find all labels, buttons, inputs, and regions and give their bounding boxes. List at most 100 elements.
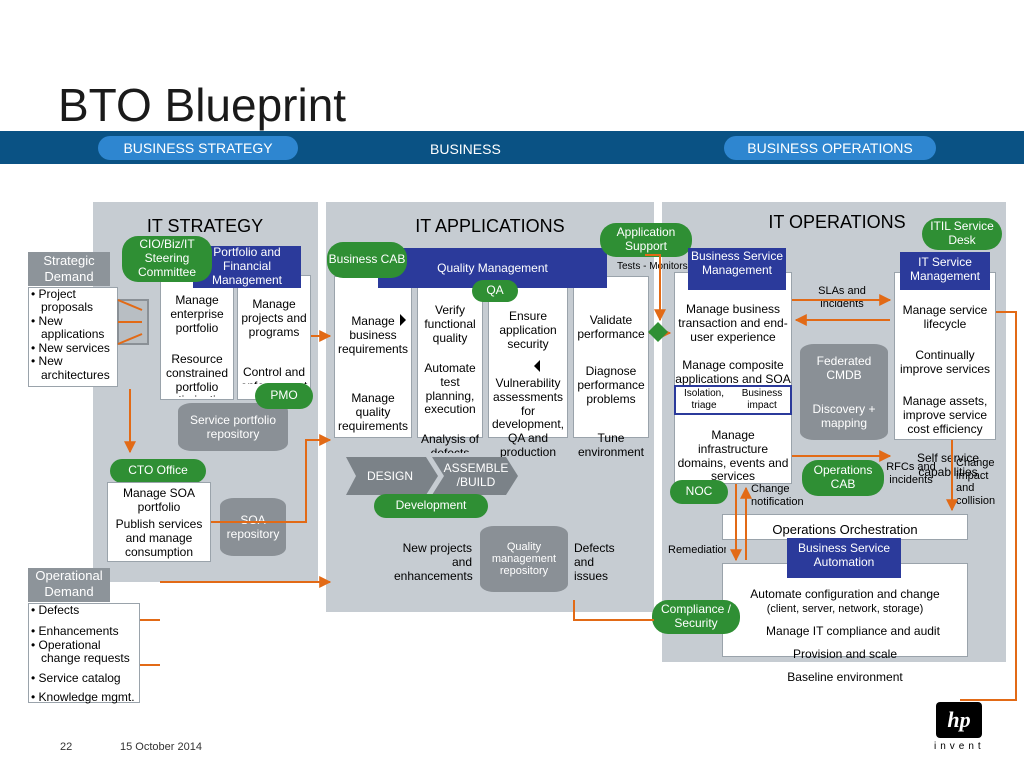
funnel-line-3 (117, 333, 143, 345)
strategy-col-1 (160, 275, 234, 400)
itsm-column (894, 272, 996, 440)
manage-business-requirements: Manage business requirements (337, 314, 409, 356)
list-item: • New architectures (31, 354, 110, 382)
itil-service-desk-pill: ITIL Service Desk (922, 218, 1002, 250)
apps-col-3 (488, 276, 568, 438)
pointer-1 (400, 314, 406, 326)
invent-wordmark: invent (934, 741, 985, 752)
federated-cmdb: Federated CMDB Discovery + mapping (800, 344, 888, 440)
publish-services: Publish services and manage consumption (115, 517, 203, 559)
hp-logo: hp (936, 702, 982, 738)
design-label: DESIGN (366, 469, 413, 483)
defects-and-issues: Defects and issues (574, 541, 615, 583)
baseline-environment: Baseline environment (787, 670, 903, 684)
assemble-chevron (432, 457, 518, 495)
automate-configuration-sub: (client, server, network, storage) (766, 603, 924, 615)
ensure-application-security: Ensure application security (499, 309, 557, 351)
qa-pill: QA (472, 280, 518, 302)
apps-col-2 (417, 276, 483, 438)
it-operations-title: IT OPERATIONS (768, 212, 906, 232)
new-projects-enhancements: New projects and enhancements (394, 541, 473, 583)
it-service-management: IT Service Management (900, 252, 990, 290)
application-support-pill: Application Support (600, 223, 692, 257)
automate-test-planning: Automate test planning, execution (424, 361, 476, 417)
apps-col-1 (334, 276, 412, 438)
provision-and-scale: Provision and scale (792, 647, 898, 661)
it-strategy-title: IT STRATEGY (146, 216, 264, 236)
design-build-chevrons (346, 457, 518, 495)
tune-environment: Tune environment (577, 431, 645, 459)
service-portfolio-repository: Service portfolio repository (178, 403, 288, 451)
operations-orchestration: Operations Orchestration (772, 522, 918, 537)
strategic-demand-list: • Project proposals • New applications •… (28, 287, 118, 387)
list-item: • Operational change requests (31, 637, 130, 666)
list-item: • Knowledge mgmt. (31, 690, 135, 705)
funnel-line-1 (117, 299, 143, 311)
assemble-label: ASSEMBLE /BUILD (443, 461, 509, 489)
list-item: • Enhancements (31, 624, 119, 639)
page-title: BTO Blueprint (58, 79, 347, 131)
operations-cab-pill: Operations CAB (802, 460, 884, 496)
automate-configuration: Automate configuration and change (750, 587, 940, 601)
manage-it-compliance: Manage IT compliance and audit (766, 624, 940, 638)
business-impact: Business impact (741, 388, 783, 411)
analysis-of-defects: Analysis of defects (420, 433, 480, 453)
noc-pill: NOC (670, 480, 728, 504)
apps-col-4 (573, 276, 649, 438)
manage-projects-programs: Manage projects and programs (241, 297, 307, 339)
manage-assets: Manage assets, improve service cost effi… (902, 394, 988, 436)
resource-constrained-optimization: Resource constrained portfolio optimizat… (165, 353, 229, 397)
cmdb-label: Federated CMDB (816, 354, 872, 382)
steering-committee: CIO/Biz/IT Steering Committee (122, 236, 212, 282)
discovery-label: Discovery + mapping (812, 402, 876, 430)
manage-business-transaction: Manage business transaction and end-user… (678, 302, 788, 344)
page-number: 22 (60, 741, 73, 753)
development-pill: Development (374, 494, 488, 518)
cto-office-pill: CTO Office (110, 459, 206, 483)
business-label: BUSINESS (430, 141, 501, 157)
hp-logo-letters: hp (947, 707, 971, 732)
self-service-capabilities: Self service capabilities (916, 452, 980, 478)
operational-demand-header: Operational Demand (28, 568, 110, 602)
operational-demand-list: • Defects • Enhancements • Operational c… (28, 603, 140, 705)
list-item: • Defects (31, 603, 80, 617)
manage-composite-applications: Manage composite applications and SOA se… (675, 359, 791, 387)
list-item: • New services (31, 340, 110, 355)
verify-functional-quality: Verify functional quality (424, 303, 476, 345)
junction-diamond (648, 322, 668, 342)
footer-date: 15 October 2014 (120, 741, 202, 753)
manage-enterprise-portfolio: Manage enterprise portfolio (170, 293, 224, 335)
pmo-pill: PMO (255, 383, 313, 409)
soa-to-apps-line (211, 434, 332, 523)
change-impact-collision: Change impact and collision (956, 457, 996, 507)
continually-improve-services: Continually improve services (899, 348, 991, 376)
rfcs-incidents: RFCs and incidents (886, 461, 936, 486)
change-notification: Change notification (751, 483, 804, 508)
validate-performance: Validate performance (577, 313, 645, 341)
support-to-ops-line (645, 254, 666, 322)
manage-quality-requirements: Manage quality requirements (337, 391, 409, 433)
diagnose-performance: Diagnose performance problems (577, 364, 645, 406)
manage-soa-portfolio: Manage SOA portfolio (122, 486, 196, 514)
business-cab-pill: Business CAB (327, 242, 407, 278)
bsm-column (674, 272, 792, 484)
soa-box (107, 482, 211, 562)
design-chevron (346, 457, 438, 495)
business-operations-pill: BUSINESS OPERATIONS (724, 136, 936, 160)
compliance-security-pill: Compliance / Security (652, 600, 740, 634)
manage-infrastructure-domains: Manage infrastructure domains, events an… (677, 429, 789, 483)
remediation-label: Remediation (668, 544, 726, 556)
business-strategy-pill: BUSINESS STRATEGY (98, 136, 298, 160)
compliance-line (573, 600, 654, 621)
soa-repository: SOA repository (220, 498, 286, 556)
list-item: • Service catalog (31, 670, 121, 685)
tests-monitors-label: Tests - Monitors (617, 261, 688, 272)
pointer-2 (534, 360, 540, 372)
isolation-impact-box (674, 385, 792, 415)
list-item: • New applications (31, 313, 105, 342)
itsm-to-automation-line (960, 311, 1017, 701)
quality-management-repository: Quality management repository (480, 526, 568, 592)
business-service-automation: Business Service Automation (787, 538, 901, 578)
it-applications-title: IT APPLICATIONS (415, 216, 565, 236)
